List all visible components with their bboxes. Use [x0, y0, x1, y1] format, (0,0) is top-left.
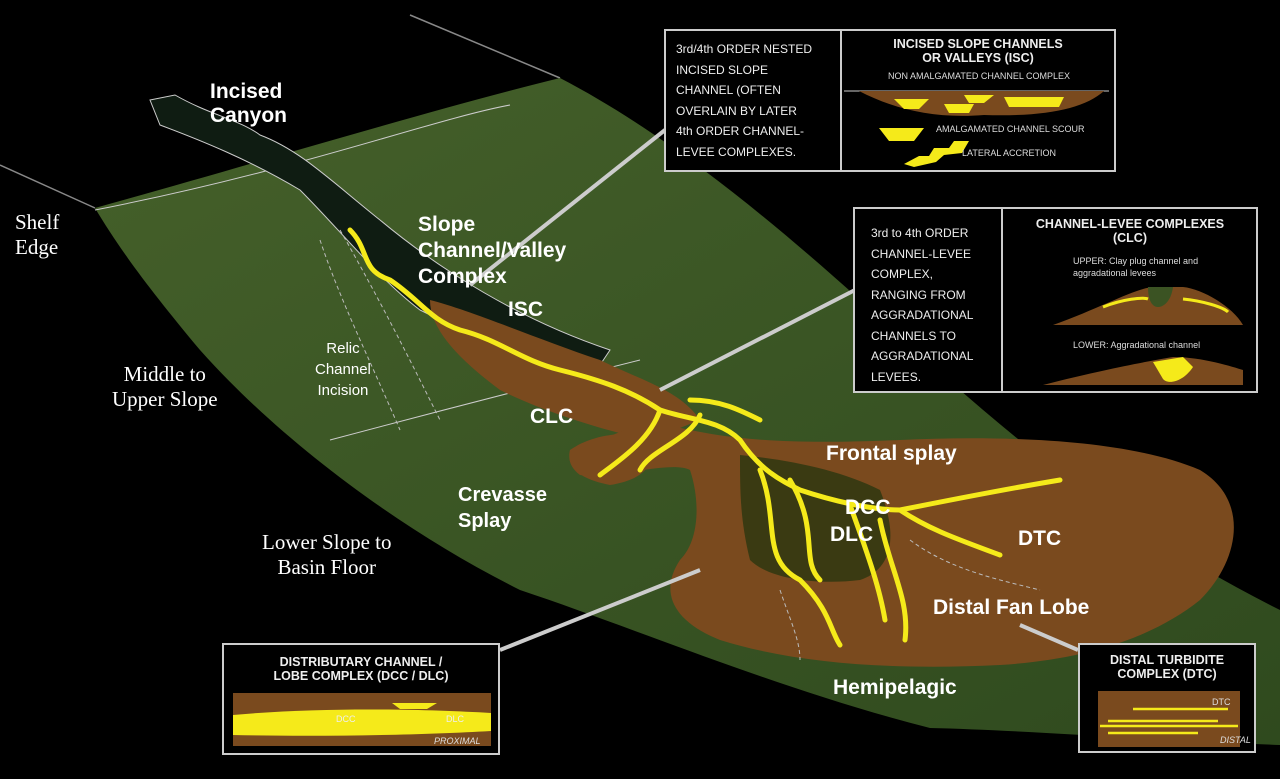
label-frontal-splay: Frontal splay [826, 442, 957, 465]
dlc-label: DLC [446, 714, 465, 724]
proximal-label: PROXIMAL [434, 736, 481, 746]
isc-cross-section [844, 90, 1109, 167]
dtc-label: DTC [1212, 697, 1231, 707]
label-lower-slope: Lower Slope to Basin Floor [262, 530, 392, 579]
clc-cross-sections [1043, 287, 1243, 385]
channel-path [347, 227, 1063, 648]
isc-legend-box: 3rd/4th ORDER NESTED INCISED SLOPE CHANN… [664, 29, 1116, 172]
dcc-cross-section [233, 693, 491, 746]
label-dcc: DCC [845, 496, 891, 519]
dcc-legend-box: DISTRIBUTARY CHANNEL / LOBE COMPLEX (DCC… [222, 643, 500, 755]
dtc-cross-section [1098, 691, 1240, 747]
clc-upper-label: UPPER: Clay plug channel and aggradation… [1073, 256, 1199, 278]
label-dtc: DTC [1018, 527, 1062, 550]
dtc-title: DISTAL TURBIDITE COMPLEX (DTC) [1109, 653, 1225, 681]
fan-lobe [569, 420, 1234, 667]
isc-item-accretion: LATERAL ACCRETION [962, 148, 1057, 158]
label-clc: CLC [530, 405, 574, 428]
distal-label: DISTAL [1220, 735, 1251, 745]
clc-title: CHANNEL-LEVEE COMPLEXES (CLC) [1035, 217, 1225, 245]
label-middle-upper-slope: Middle to Upper Slope [112, 362, 218, 411]
relic-incision-lines [319, 229, 1041, 661]
dtc-legend-box: DISTAL TURBIDITE COMPLEX (DTC) DTC DISTA… [1078, 643, 1256, 753]
label-hemipelagic: Hemipelagic [833, 676, 957, 699]
label-slope-channel: Slope Channel/Valley Complex [418, 213, 567, 288]
isc-subtitle: NON AMALGAMATED CHANNEL COMPLEX [888, 71, 1071, 81]
isc-title: INCISED SLOPE CHANNELS OR VALLEYS (ISC) [893, 37, 1063, 65]
isc-item-scour: AMALGAMATED CHANNEL SCOUR [936, 124, 1085, 134]
label-relic-channel: Relic Channel Incision [315, 340, 371, 399]
label-dlc: DLC [830, 523, 874, 546]
label-shelf-edge: Shelf Edge [15, 210, 60, 259]
clc-lower-label: LOWER: Aggradational channel [1073, 340, 1201, 350]
label-distal-fan-lobe: Distal Fan Lobe [933, 596, 1090, 619]
label-incised-canyon: Incised Canyon [210, 80, 288, 127]
dcc-label: DCC [336, 714, 356, 724]
isc-description: 3rd/4th ORDER NESTED INCISED SLOPE CHANN… [676, 42, 813, 159]
clc-legend-box: 3rd to 4th ORDER CHANNEL-LEVEE COMPLEX, … [853, 207, 1258, 393]
shelf-edge-line [0, 164, 96, 209]
label-crevasse-splay: Crevasse Splay [458, 484, 547, 532]
clc-description: 3rd to 4th ORDER CHANNEL-LEVEE COMPLEX, … [871, 226, 974, 384]
label-isc: ISC [508, 298, 544, 321]
callout-lines [468, 128, 1079, 652]
dcc-title: DISTRIBUTARY CHANNEL / LOBE COMPLEX (DCC… [273, 655, 449, 683]
shelf-edge-line [409, 14, 561, 79]
